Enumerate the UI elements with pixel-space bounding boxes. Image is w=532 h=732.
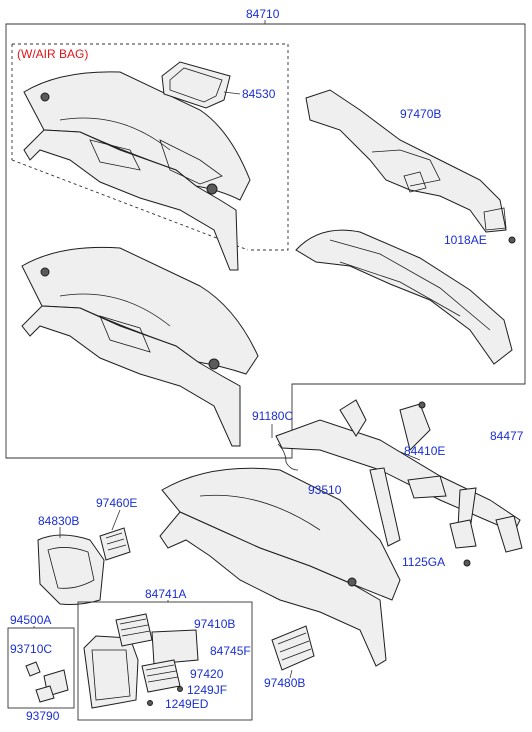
bolt-1018ae[interactable] [508, 236, 516, 244]
crash-pad-standard[interactable] [21, 246, 259, 447]
center-panel-part[interactable] [83, 635, 139, 709]
label-bolt-top[interactable]: 1018AE [444, 233, 487, 247]
label-harness-93510[interactable]: 93510 [308, 483, 342, 497]
switch-box [7, 627, 75, 709]
label-center-vent-upper[interactable]: 97410B [194, 617, 236, 631]
label-duct[interactable]: 97470B [400, 107, 442, 121]
label-airbag-note: (W/AIR BAG) [17, 47, 89, 61]
assembly-frame [5, 23, 526, 459]
airbag-cover-leader [223, 91, 241, 95]
label-side-vent-left[interactable]: 97460E [96, 496, 138, 510]
label-bolt-1125ga[interactable]: 1125GA [402, 555, 446, 569]
label-cluster-fascia[interactable]: 84830B [38, 514, 80, 528]
airbag-group-frame [11, 43, 289, 251]
bolt-1125ga[interactable] [463, 559, 471, 567]
label-center-panel[interactable]: 84741A [145, 587, 187, 601]
label-airbag-cover[interactable]: 84530 [242, 87, 276, 101]
screw-1249ed[interactable] [147, 700, 153, 706]
label-switch-93710c[interactable]: 93710C [10, 642, 53, 656]
main-crash-pad[interactable] [159, 467, 401, 667]
label-center-vent-lower[interactable]: 97420 [190, 667, 224, 681]
label-bracket-91180c[interactable]: 91180C [252, 409, 294, 423]
label-switch-93790[interactable]: 93790 [26, 709, 60, 723]
air-duct[interactable] [305, 89, 507, 233]
cowl-cross-bar[interactable] [275, 399, 523, 553]
leader-84410e [397, 450, 421, 461]
screw-1249jf[interactable] [177, 686, 183, 692]
label-assembly[interactable]: 84710 [246, 7, 280, 21]
leader-97480b [289, 669, 293, 679]
leader-97460e [111, 509, 121, 531]
label-screw-1249jf[interactable]: 1249JF [187, 683, 228, 697]
wiring-harness[interactable] [277, 443, 299, 471]
center-vent-lower-part[interactable] [141, 659, 181, 693]
center-bracket-part[interactable] [151, 629, 199, 665]
label-center-bracket[interactable]: 84745F [210, 644, 251, 658]
cluster-fascia-part[interactable] [37, 534, 105, 605]
label-bolt-84477[interactable]: 84477 [490, 429, 524, 443]
label-side-vent-right[interactable]: 97480B [264, 676, 306, 690]
label-screw-1249ed[interactable]: 1249ED [165, 697, 209, 711]
bolt-84477[interactable] [418, 401, 426, 409]
center-vent-upper-part[interactable] [115, 613, 153, 647]
crash-pad-airbag[interactable] [23, 71, 251, 271]
defroster-duct[interactable] [295, 229, 513, 365]
airbag-group-diagonal [11, 159, 249, 251]
side-vent-left-part[interactable] [99, 527, 131, 561]
switch-parts[interactable] [25, 661, 69, 703]
side-vent-right-part[interactable] [271, 625, 315, 671]
label-switch-94500a[interactable]: 94500A [10, 613, 52, 627]
label-bracket-84410e[interactable]: 84410E [404, 444, 446, 458]
airbag-cover-part[interactable] [161, 61, 231, 109]
center-panel-box [77, 601, 253, 721]
